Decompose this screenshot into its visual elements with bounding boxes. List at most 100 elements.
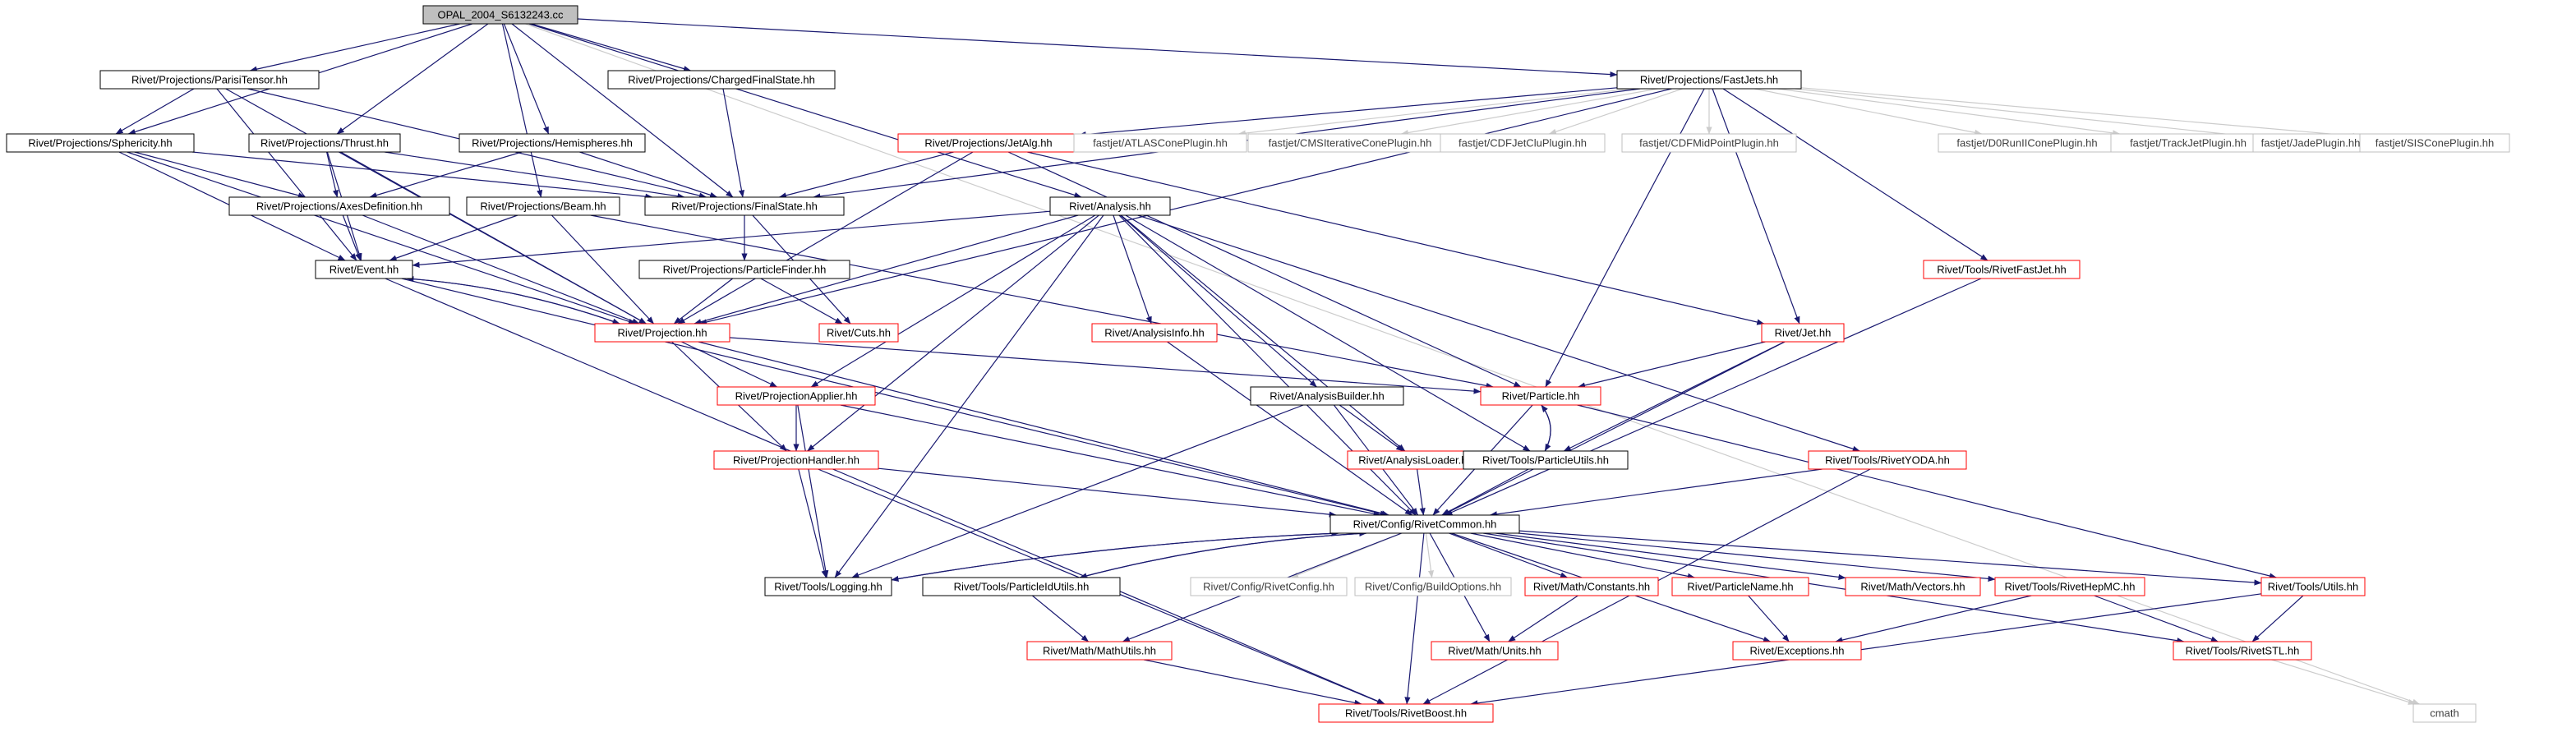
edge-event-to-rivetcommon: [401, 278, 1388, 517]
node-aloader[interactable]: Rivet/AnalysisLoader.hh: [1347, 450, 1485, 470]
node-label: Rivet/Tools/Utils.hh: [2268, 581, 2359, 593]
edge-particle-to-tutils: [1577, 404, 2277, 579]
edge-opal-to-beam: [501, 23, 543, 198]
node-box: [1463, 450, 1629, 470]
node-boost[interactable]: Rivet/Tools/RivetBoost.hh: [1318, 703, 1494, 723]
node-label: Rivet/Math/MathUtils.hh: [1043, 645, 1156, 657]
node-pfinder[interactable]: Rivet/Projections/ParticleFinder.hh: [638, 260, 850, 279]
node-jade[interactable]: fastjet/JadePlugin.hh: [2252, 133, 2369, 153]
node-cdfclu[interactable]: fastjet/CDFJetCluPlugin.hh: [1440, 133, 1606, 153]
edge-phandler-to-logging: [798, 468, 827, 578]
node-abuilder[interactable]: Rivet/AnalysisBuilder.hh: [1250, 386, 1404, 406]
node-rivetcommon[interactable]: Rivet/Config/RivetCommon.hh: [1329, 514, 1520, 534]
edge-abuilder-to-logging: [851, 404, 1304, 578]
node-constants[interactable]: Rivet/Math/Constants.hh: [1524, 577, 1659, 596]
edge-analysis-to-rivetcommon: [1118, 214, 1417, 516]
node-rivetfastjet[interactable]: Rivet/Tools/RivetFastJet.hh: [1923, 260, 2081, 279]
node-papplier[interactable]: Rivet/ProjectionApplier.hh: [717, 386, 876, 406]
edge-thrust-to-finalstate: [384, 151, 685, 200]
node-label: Rivet/Math/Vectors.hh: [1860, 581, 1965, 593]
edge-hemispheres-to-axes: [369, 151, 523, 199]
edge-analysis-to-rivetyoda: [1137, 214, 1860, 452]
node-axes[interactable]: Rivet/Projections/AxesDefinition.hh: [228, 196, 450, 216]
node-label: Rivet/ProjectionHandler.hh: [733, 454, 859, 467]
node-box: [2359, 133, 2510, 153]
edge-hemispheres-to-finalstate: [579, 151, 718, 198]
node-label: fastjet/TrackJetPlugin.hh: [2130, 137, 2247, 150]
node-cuts[interactable]: Rivet/Cuts.hh: [818, 323, 899, 343]
node-atlas[interactable]: fastjet/ATLASConePlugin.hh: [1073, 133, 1247, 153]
node-box: [466, 196, 620, 216]
node-mathutils[interactable]: Rivet/Math/MathUtils.hh: [1026, 641, 1173, 661]
node-units[interactable]: Rivet/Math/Units.hh: [1431, 641, 1559, 661]
node-fastjets[interactable]: Rivet/Projections/FastJets.hh: [1616, 70, 1802, 90]
node-finalstate[interactable]: Rivet/Projections/FinalState.hh: [644, 196, 845, 216]
edge-putils-to-rivetcommon: [1441, 468, 1529, 516]
node-cmsit[interactable]: fastjet/CMSIterativeConePlugin.hh: [1247, 133, 1453, 153]
node-logging[interactable]: Rivet/Tools/Logging.hh: [764, 577, 892, 596]
node-label: Rivet/Projections/AxesDefinition.hh: [256, 200, 422, 213]
node-analysisinfo[interactable]: Rivet/AnalysisInfo.hh: [1091, 323, 1218, 343]
edge-axes-to-projection: [362, 214, 640, 325]
node-track[interactable]: fastjet/TrackJetPlugin.hh: [2110, 133, 2266, 153]
node-jetalg[interactable]: Rivet/Projections/JetAlg.hh: [897, 133, 1080, 153]
node-tutils[interactable]: Rivet/Tools/Utils.hh: [2260, 577, 2366, 596]
edge-opal-to-charged: [531, 23, 691, 72]
edge-rivetstl-to-cmath: [2271, 659, 2416, 705]
edge-opal-to-fastjets: [577, 18, 1618, 78]
node-phandler[interactable]: Rivet/ProjectionHandler.hh: [713, 450, 879, 470]
node-label: Rivet/Tools/RivetFastJet.hh: [1937, 264, 2067, 276]
edge-putils-to-particle: [1541, 404, 1551, 452]
edge-tutils-to-boost: [1470, 593, 2262, 707]
edge-aloader-to-rivetcommon: [1417, 468, 1426, 516]
node-hemispheres[interactable]: Rivet/Projections/Hemispheres.hh: [459, 133, 646, 153]
edge-layer: [115, 18, 2420, 707]
node-rivetyoda[interactable]: Rivet/Tools/RivetYODA.hh: [1808, 450, 1967, 470]
node-box: [2260, 577, 2366, 596]
node-box: [1621, 133, 1797, 153]
node-event[interactable]: Rivet/Event.hh: [315, 260, 413, 279]
edge-jetalg-to-projection: [677, 151, 974, 325]
edge-fastjets-to-rivetfastjet: [1722, 88, 1988, 261]
node-siscone[interactable]: fastjet/SISConePlugin.hh: [2359, 133, 2510, 153]
edge-fastjets-to-jade: [1795, 88, 2254, 140]
edge-hepmc-to-rivetstl: [2094, 595, 2219, 642]
node-label: Rivet/Tools/RivetBoost.hh: [1345, 707, 1467, 720]
node-exceptions[interactable]: Rivet/Exceptions.hh: [1732, 641, 1862, 661]
edge-fastjets-to-particle: [1545, 88, 1705, 388]
node-box: [638, 260, 850, 279]
node-cmath[interactable]: cmath: [2412, 703, 2477, 723]
edge-beam-to-projection: [551, 214, 655, 325]
node-rivetconfig[interactable]: Rivet/Config/RivetConfig.hh: [1190, 577, 1348, 596]
node-particle[interactable]: Rivet/Particle.hh: [1480, 386, 1601, 406]
node-label: Rivet/AnalysisInfo.hh: [1104, 327, 1204, 339]
node-box: [594, 323, 730, 343]
node-sphericity[interactable]: Rivet/Projections/Sphericity.hh: [6, 133, 195, 153]
node-beam[interactable]: Rivet/Projections/Beam.hh: [466, 196, 620, 216]
node-charged[interactable]: Rivet/Projections/ChargedFinalState.hh: [607, 70, 836, 90]
node-box: [6, 133, 195, 153]
node-putils[interactable]: Rivet/Tools/ParticleUtils.hh: [1463, 450, 1629, 470]
node-cdfmid[interactable]: fastjet/CDFMidPointPlugin.hh: [1621, 133, 1797, 153]
node-thrust[interactable]: Rivet/Projections/Thrust.hh: [248, 133, 401, 153]
node-label: Rivet/Projection.hh: [617, 327, 707, 339]
node-analysis[interactable]: Rivet/Analysis.hh: [1049, 196, 1171, 216]
node-d0[interactable]: fastjet/D0RunIIConePlugin.hh: [1938, 133, 2117, 153]
node-vectors[interactable]: Rivet/Math/Vectors.hh: [1845, 577, 1981, 596]
edge-analysis-to-event: [412, 210, 1051, 268]
node-hepmc[interactable]: Rivet/Tools/RivetHepMC.hh: [1994, 577, 2145, 596]
edge-jetalg-to-particle: [1007, 151, 1522, 388]
node-label: Rivet/Projections/Hemispheres.hh: [472, 137, 633, 150]
node-pname[interactable]: Rivet/ParticleName.hh: [1671, 577, 1809, 596]
node-rivetstl[interactable]: Rivet/Tools/RivetSTL.hh: [2173, 641, 2312, 661]
node-pidutils[interactable]: Rivet/Tools/ParticleIdUtils.hh: [922, 577, 1121, 596]
edge-pfinder-to-projection: [673, 278, 734, 325]
node-label: Rivet/Tools/RivetHepMC.hh: [2005, 581, 2136, 593]
node-jet[interactable]: Rivet/Jet.hh: [1761, 323, 1845, 343]
node-buildopts[interactable]: Rivet/Config/BuildOptions.hh: [1354, 577, 1512, 596]
node-box: [1329, 514, 1520, 534]
node-projection[interactable]: Rivet/Projection.hh: [594, 323, 730, 343]
node-parisi[interactable]: Rivet/Projections/ParisiTensor.hh: [99, 70, 320, 90]
edge-fastjets-to-d0: [1754, 88, 1983, 136]
node-box: [713, 450, 879, 470]
